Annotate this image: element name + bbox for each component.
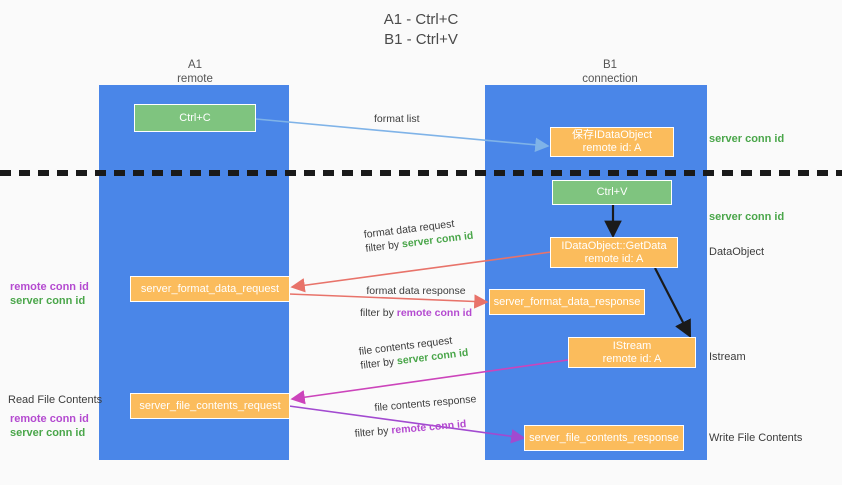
- note-server-conn-id-2: server conn id: [10, 427, 86, 439]
- box-getdata-line1: IDataObject::GetData: [561, 239, 667, 252]
- filter-value-remote-conn-id-1: remote conn id: [396, 307, 473, 319]
- note-remote-conn-id-2: remote conn id: [10, 413, 89, 425]
- box-istream-line1: IStream: [612, 339, 652, 352]
- box-ctrl-v[interactable]: Ctrl+V: [552, 180, 672, 205]
- box-istream[interactable]: IStream remote id: A: [568, 337, 696, 368]
- box-idataobject-line2: remote id: A: [582, 142, 642, 154]
- note-read-file-contents: Read File Contents: [8, 394, 103, 406]
- column-header-a1: A1 remote: [120, 58, 270, 86]
- box-idataobject-line1: 保存IDataObject: [571, 129, 653, 141]
- filter-prefix-2: filter by: [359, 307, 397, 319]
- note-server-conn-id-top: server conn id: [709, 133, 785, 145]
- box-istream-line2: remote id: A: [602, 352, 662, 365]
- label-file-contents-response-main: file contents response: [374, 393, 477, 415]
- label-file-contents-response: file contents response filter by remote …: [352, 392, 479, 441]
- note-server-conn-id-1: server conn id: [10, 295, 86, 307]
- label-file-contents-request: file contents request filter by server c…: [358, 332, 469, 373]
- note-dataobject: DataObject: [709, 246, 765, 258]
- column-a1-name: A1: [187, 59, 203, 71]
- label-format-data-response-main: format data response: [366, 285, 466, 297]
- column-b1-name: B1: [602, 59, 618, 71]
- note-remote-conn-id-1: remote conn id: [10, 281, 89, 293]
- box-idataobject-getdata[interactable]: IDataObject::GetData remote id: A: [550, 237, 678, 268]
- title-line-2: B1 - Ctrl+V: [384, 31, 458, 48]
- note-server-conn-id-mid: server conn id: [709, 211, 785, 223]
- box-idataobject[interactable]: 保存IDataObject remote id: A: [550, 127, 674, 157]
- note-write-file-contents: Write File Contents: [709, 432, 803, 444]
- label-format-list: format list: [374, 113, 420, 125]
- phase-divider: [0, 170, 842, 176]
- note-istream: Istream: [709, 351, 746, 363]
- filter-prefix-1: filter by: [364, 238, 403, 255]
- label-format-data-response: format data response filter by remote co…: [336, 284, 496, 320]
- box-server-file-contents-request[interactable]: server_file_contents_request: [130, 393, 290, 419]
- filter-value-remote-conn-id-2: remote conn id: [390, 418, 467, 437]
- column-header-b1: B1 connection: [535, 58, 685, 86]
- label-format-data-response-filter: filter by remote conn id: [336, 306, 496, 320]
- label-file-contents-response-filter: filter by remote conn id: [354, 416, 479, 441]
- box-server-format-data-request[interactable]: server_format_data_request: [130, 276, 290, 302]
- page-title: A1 - Ctrl+C B1 - Ctrl+V: [0, 10, 842, 50]
- column-a1-sub: remote: [177, 73, 213, 85]
- label-format-data-request: format data request filter by server con…: [363, 215, 474, 256]
- box-server-format-data-response[interactable]: server_format_data_response: [489, 289, 645, 315]
- filter-prefix-4: filter by: [354, 424, 392, 440]
- box-getdata-line2: remote id: A: [584, 252, 644, 265]
- filter-prefix-3: filter by: [359, 355, 398, 372]
- box-server-file-contents-response[interactable]: server_file_contents_response: [524, 425, 684, 451]
- box-ctrl-c[interactable]: Ctrl+C: [134, 104, 256, 132]
- column-b1-sub: connection: [582, 73, 638, 85]
- title-line-1: A1 - Ctrl+C: [383, 11, 459, 28]
